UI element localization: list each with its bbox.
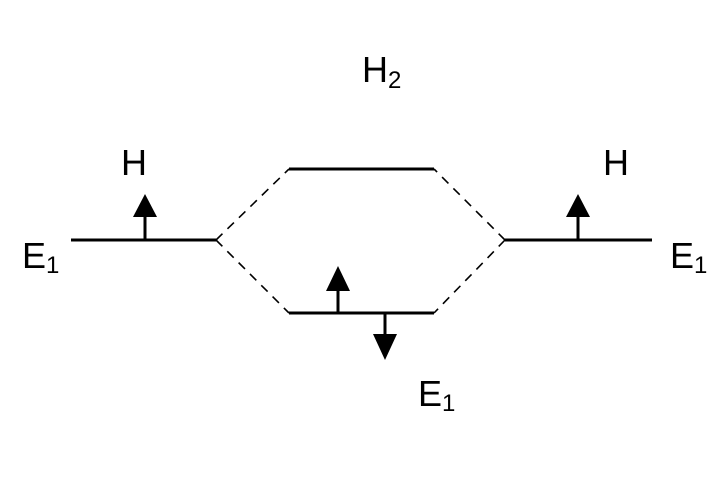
- left-atom-label: H: [121, 142, 147, 183]
- right-atom-label: H: [603, 142, 629, 183]
- bonding-energy-label: E1: [418, 373, 455, 417]
- left-to-antibonding-dash: [215, 168, 290, 241]
- right-to-antibonding-dash: [433, 168, 506, 241]
- bonding-electron-spin-down-arrow: [373, 313, 397, 360]
- right-to-bonding-dash: [433, 239, 506, 314]
- right-energy-label: E1: [670, 235, 707, 279]
- right-electron-spin-up-arrow: [566, 194, 590, 240]
- molecule-title: H2: [362, 49, 401, 94]
- bonding-electron-spin-up-arrow: [326, 266, 350, 313]
- left-energy-label: E1: [22, 235, 59, 279]
- left-to-bonding-dash: [215, 239, 290, 314]
- left-electron-spin-up-arrow: [133, 194, 157, 240]
